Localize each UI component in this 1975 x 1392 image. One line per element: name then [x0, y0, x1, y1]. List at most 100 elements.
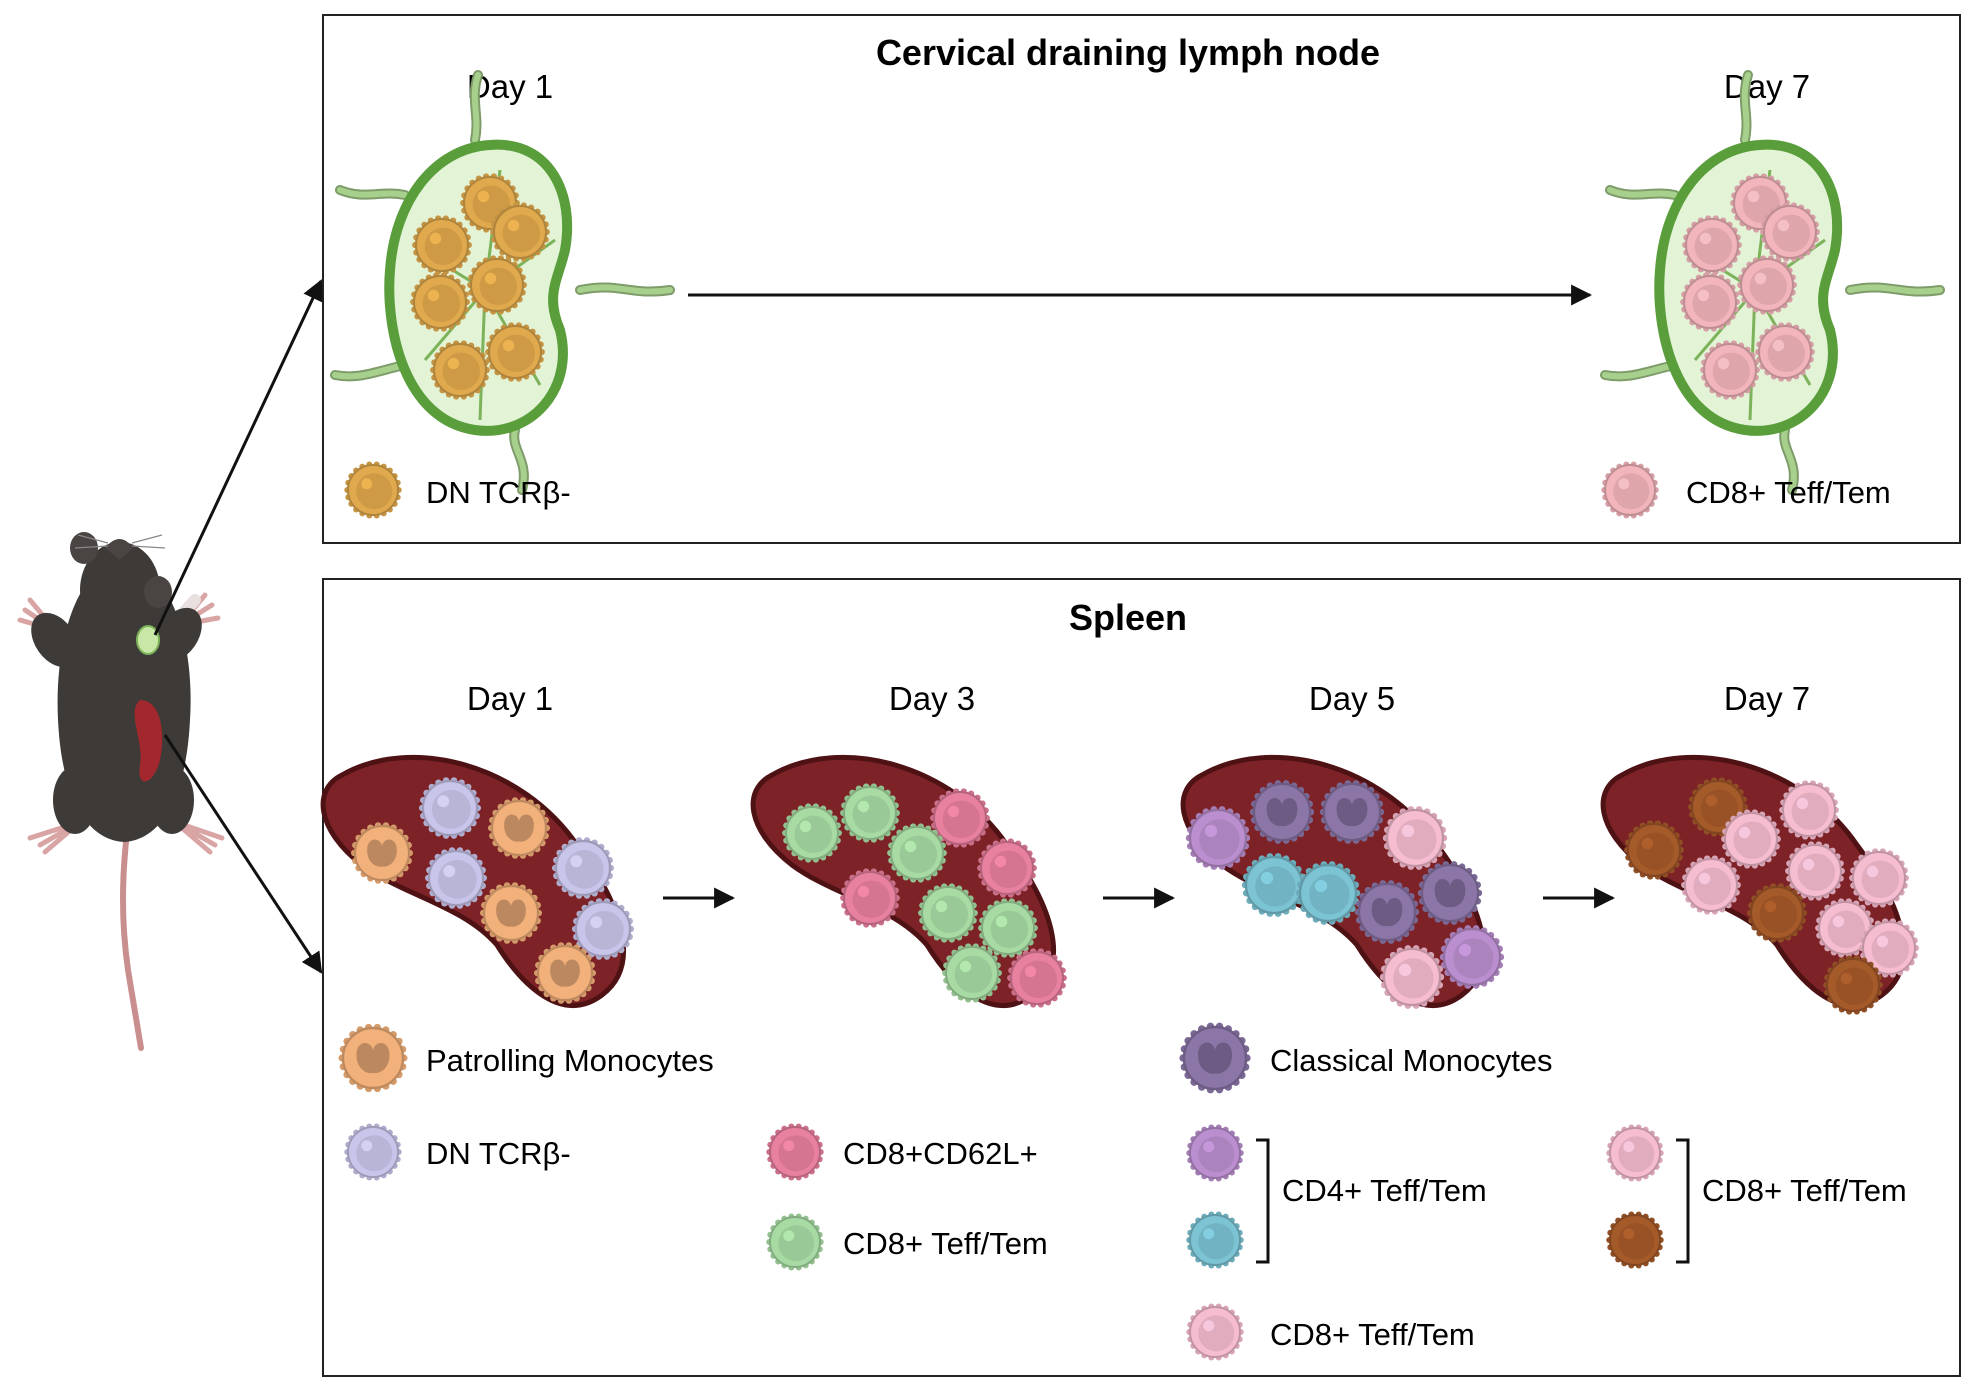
- monocyte-cell: [1179, 1022, 1251, 1094]
- lymph-node-day7-icon: [1600, 70, 1945, 495]
- arrow-to-spleen: [163, 734, 323, 974]
- lymphocyte-cell: [1849, 848, 1909, 908]
- legend-cd8-teff-brown-day7-cell-icon: [1606, 1211, 1664, 1269]
- lymphocyte-cell: [410, 272, 470, 332]
- spleen-day-1-label: Day 1: [467, 680, 553, 717]
- lymphocyte-cell: [1823, 955, 1883, 1015]
- legend-cd8-teff-day7-label: CD8+ Teff/Tem: [1702, 1173, 1907, 1208]
- monocyte-cell: [479, 882, 543, 944]
- monocyte-cell: [338, 1023, 408, 1093]
- lymphocyte-cell: [1682, 215, 1742, 275]
- lymphocyte-cell: [782, 803, 842, 863]
- lymphocyte-cell: [978, 898, 1038, 958]
- lymphocyte-cell: [1241, 853, 1307, 917]
- lymphocyte-cell: [1747, 883, 1807, 943]
- lymphocyte-cell: [1439, 925, 1505, 989]
- spleen-title: Spleen: [1069, 597, 1187, 638]
- legend-patrolling-monocytes-label: Patrolling Monocytes: [426, 1043, 714, 1078]
- cd4-bracket: [1256, 1138, 1270, 1264]
- ln-legend-dn-tcrb-label: DN TCRβ-: [426, 475, 571, 510]
- lymphocyte-cell: [1295, 861, 1361, 925]
- lymphocyte-cell: [1700, 340, 1760, 400]
- lymphocyte-cell: [1379, 945, 1445, 1009]
- lymphocyte-cell: [1681, 855, 1741, 915]
- lymphocyte-cell: [344, 1123, 402, 1181]
- lymphocyte-cell: [1007, 948, 1067, 1008]
- lymphocyte-cell: [1721, 809, 1781, 869]
- lymphocyte-cell: [467, 255, 527, 315]
- lymphocyte-cell: [418, 777, 482, 839]
- lymphocyte-cell: [1382, 806, 1448, 870]
- spleen-day3-icon: [750, 754, 1067, 1008]
- lymphocyte-cell: [1186, 1211, 1244, 1269]
- legend-dn-tcrb-cell-icon: [344, 1123, 402, 1181]
- monocyte-cell: [1354, 880, 1420, 944]
- spleen-day-3-label: Day 3: [889, 680, 975, 717]
- monocyte-cell: [1249, 780, 1315, 844]
- lymphocyte-cell: [1624, 820, 1684, 880]
- lymphocyte-cell: [1186, 1303, 1244, 1361]
- lymphocyte-cell: [766, 1213, 824, 1271]
- legend-cd8-teff-green-cell-icon: [766, 1213, 824, 1271]
- lymphocyte-cell: [344, 461, 402, 519]
- lymphocyte-cell: [930, 788, 990, 848]
- lymphocyte-cell: [1755, 322, 1815, 382]
- lymphocyte-cell: [551, 837, 615, 899]
- lymphocyte-cell: [424, 847, 488, 909]
- legend-dn-tcrb-label: DN TCRβ-: [426, 1136, 571, 1171]
- mouse-icon: [17, 532, 225, 1051]
- lymphocyte-cell: [1185, 806, 1251, 870]
- monocyte-cell: [1417, 861, 1483, 925]
- lymphocyte-cell: [1186, 1124, 1244, 1182]
- lymphocyte-cell: [1680, 272, 1740, 332]
- lymph-node-day1-icon: [330, 70, 675, 495]
- legend-cd8-teff-pink-day5-cell-icon: [1186, 1303, 1244, 1361]
- legend-cd8-teff-day5-label: CD8+ Teff/Tem: [1270, 1317, 1475, 1352]
- lymph-node-title: Cervical draining lymph node: [876, 32, 1380, 73]
- lymphocyte-cell: [1785, 841, 1845, 901]
- lymphocyte-cell: [840, 868, 900, 928]
- lymphocyte-cell: [887, 823, 947, 883]
- lymphocyte-cell: [571, 898, 635, 960]
- monocyte-cell: [533, 942, 597, 1004]
- lymphocyte-cell: [412, 215, 472, 275]
- lymphocyte-cell: [1606, 1211, 1664, 1269]
- spleen-day-7-label: Day 7: [1724, 680, 1810, 717]
- lymph-node-panel: [322, 14, 1961, 544]
- cd8-day7-bracket: [1676, 1138, 1690, 1264]
- ln-legend-cd8-teff-label: CD8+ Teff/Tem: [1686, 475, 1891, 510]
- ln-legend-dn-tcrb-cell-icon: [344, 461, 402, 519]
- lymphocyte-cell: [1737, 255, 1797, 315]
- spleen-day7-icon: [1600, 754, 1919, 1015]
- lymphocyte-cell: [1606, 1124, 1664, 1182]
- lymphocyte-cell: [977, 838, 1037, 898]
- ln-day-end-label: Day 7: [1724, 68, 1810, 105]
- lymphocyte-cell: [840, 783, 900, 843]
- monocyte-cell: [1319, 780, 1385, 844]
- spleen-day5-icon: [1180, 754, 1505, 1009]
- lymphocyte-cell: [918, 883, 978, 943]
- legend-classical-monocytes-label: Classical Monocytes: [1270, 1043, 1553, 1078]
- legend-cd8-cd62l-label: CD8+CD62L+: [843, 1136, 1038, 1171]
- lymphocyte-cell: [1601, 461, 1659, 519]
- spleen-panel: [322, 578, 1961, 1377]
- arrow-to-lymph-node: [153, 279, 323, 636]
- lymphocyte-cell: [485, 322, 545, 382]
- ln-legend-cd8-teff-cell-icon: [1601, 461, 1659, 519]
- lymphocyte-cell: [1760, 202, 1820, 262]
- lymphocyte-cell: [490, 202, 550, 262]
- monocyte-cell: [487, 797, 551, 859]
- lymphocyte-cell: [430, 340, 490, 400]
- spleen-day1-icon: [320, 754, 635, 1008]
- legend-classical-monocyte-icon: [1179, 1022, 1251, 1094]
- legend-cd8-teff-pink-day7-cell-icon: [1606, 1124, 1664, 1182]
- legend-cd8-teff-day3-label: CD8+ Teff/Tem: [843, 1226, 1048, 1261]
- spleen-day-5-label: Day 5: [1309, 680, 1395, 717]
- legend-cd4-purple-cell-icon: [1186, 1124, 1244, 1182]
- lymphocyte-cell: [942, 943, 1002, 1003]
- legend-cd4-teal-cell-icon: [1186, 1211, 1244, 1269]
- legend-patrolling-monocyte-icon: [338, 1023, 408, 1093]
- lymphocyte-cell: [1779, 780, 1839, 840]
- monocyte-cell: [350, 822, 414, 884]
